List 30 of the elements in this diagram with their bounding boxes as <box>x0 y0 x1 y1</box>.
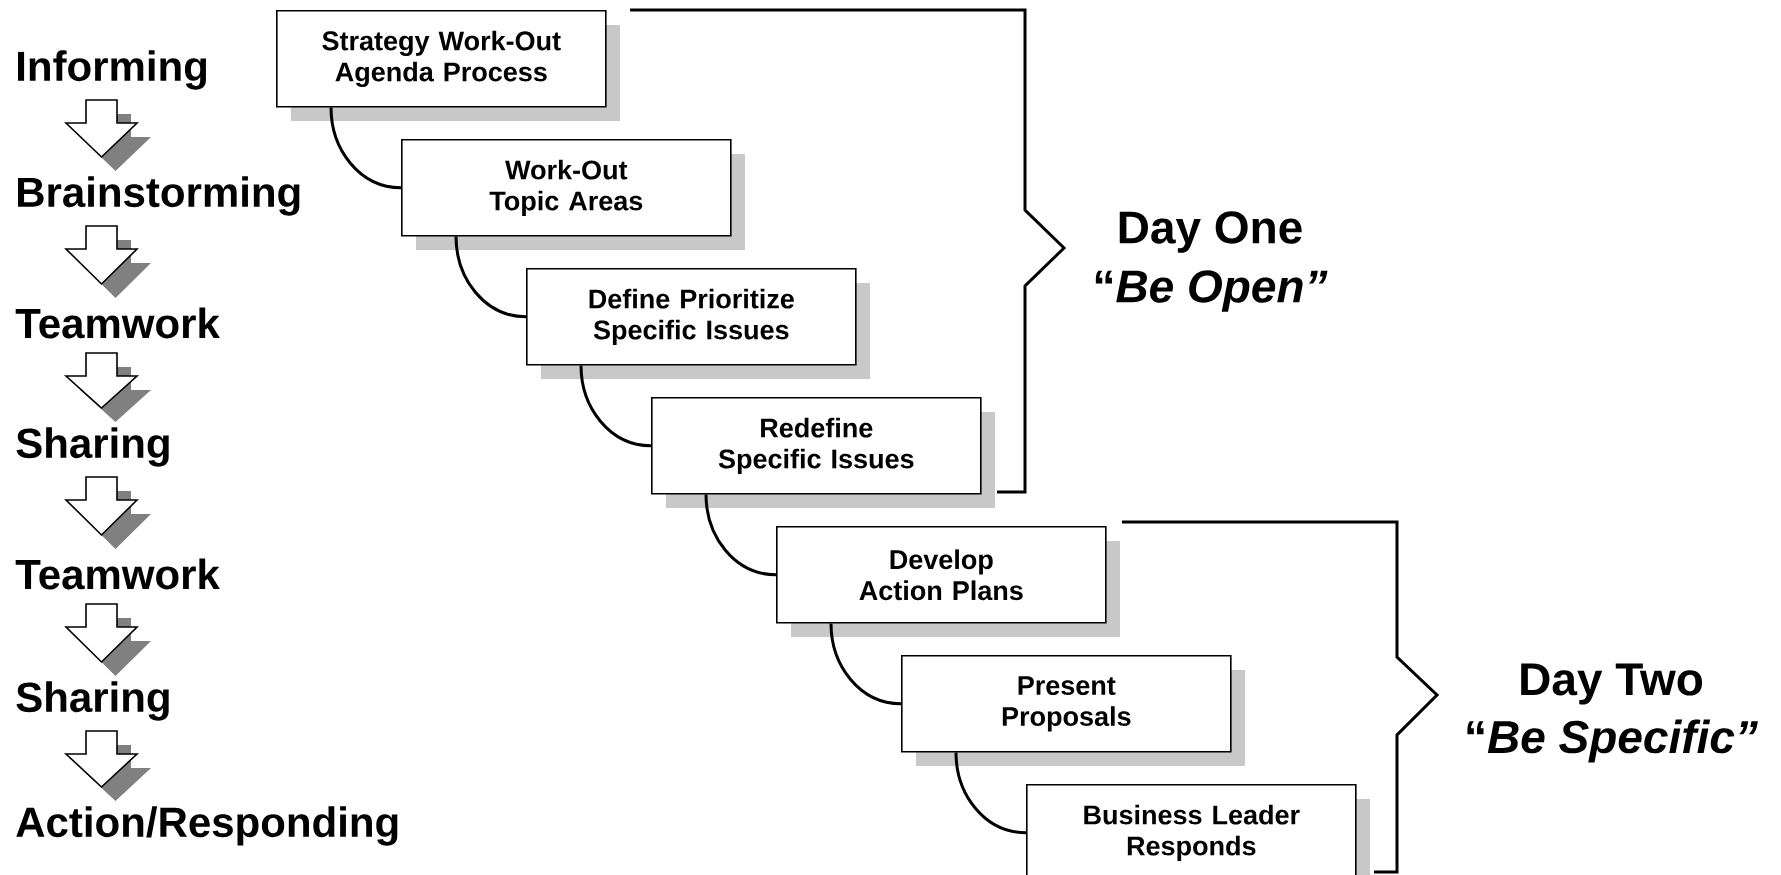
day-label: Day Two <box>1521 663 1703 705</box>
stage-label: Teamwork <box>15 558 220 590</box>
process-box: Define Prioritize Specific Issues <box>526 268 857 366</box>
process-box: Business Leader Responds <box>1026 784 1357 875</box>
process-box: Work-Out Topic Areas <box>401 139 732 237</box>
stage-label: Action/Responding <box>16 806 398 846</box>
connector <box>829 623 902 706</box>
process-box: Develop Action Plans <box>776 526 1107 624</box>
stage-label: Brainstorming <box>18 176 300 216</box>
block-arrow <box>63 730 151 801</box>
connector <box>454 236 527 319</box>
block-arrow <box>64 99 151 171</box>
motto-label: “Be Open” <box>1095 270 1328 312</box>
day-label: Day One <box>1119 211 1302 253</box>
stage-label: Informing <box>18 50 207 90</box>
process-box: Redefine Specific Issues <box>651 397 982 495</box>
motto-label: “Be Specific” <box>1467 719 1758 763</box>
process-box: Present Proposals <box>901 655 1232 753</box>
block-arrow <box>63 352 151 422</box>
connector <box>329 107 402 190</box>
stage-label: Sharing <box>16 427 169 467</box>
process-box: Strategy Work-Out Agenda Process <box>276 10 607 108</box>
connector <box>704 494 777 577</box>
stage-label: Sharing <box>16 681 169 721</box>
connector <box>954 752 1027 835</box>
block-arrow <box>64 476 151 549</box>
stage-label: Teamwork <box>15 307 220 339</box>
block-arrow <box>64 603 151 676</box>
block-arrow <box>64 225 151 298</box>
connector <box>579 365 652 448</box>
